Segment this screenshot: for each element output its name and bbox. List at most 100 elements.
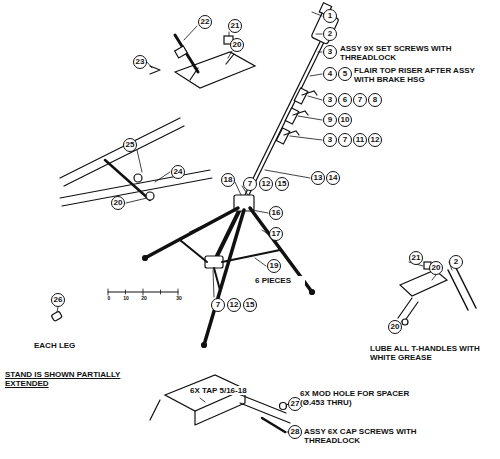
callout-number: 20 bbox=[233, 41, 242, 49]
callout-number: 28 bbox=[291, 428, 300, 436]
note-text: 6 PIECES bbox=[255, 276, 305, 285]
callout-balloon: 15 bbox=[243, 298, 257, 312]
callout-number: 15 bbox=[278, 180, 287, 188]
callout-balloon: 1 bbox=[323, 9, 337, 23]
note-text: STAND IS SHOWN PARTIALLY EXTENDED bbox=[5, 370, 123, 388]
note-text: EACH LEG bbox=[34, 341, 84, 350]
riser-clamp bbox=[276, 128, 289, 144]
callout-number: 20 bbox=[391, 323, 400, 331]
t-handle-detail bbox=[398, 298, 418, 322]
callout-number: 8 bbox=[373, 96, 377, 104]
callout-number: 22 bbox=[201, 18, 210, 26]
callout-number: 18 bbox=[224, 176, 233, 184]
callout-number: 17 bbox=[272, 230, 281, 238]
callout-balloon: 12 bbox=[227, 298, 241, 312]
callout-number: 15 bbox=[246, 301, 255, 309]
brace bbox=[214, 268, 220, 290]
callout-balloon: 23 bbox=[133, 55, 147, 69]
note-text: ASSY 9X SET SCREWS WITH THREADLOCK bbox=[340, 44, 455, 62]
foot bbox=[143, 256, 148, 261]
foot bbox=[202, 343, 207, 348]
callout-balloon: 7 bbox=[243, 177, 257, 191]
callout-balloon: 28 bbox=[288, 425, 302, 439]
bracket-detail bbox=[175, 52, 255, 88]
housing-detail bbox=[400, 270, 447, 296]
note-text: 6X TAP 5/16-18 bbox=[190, 386, 260, 395]
callout-balloon: 5 bbox=[338, 67, 352, 81]
callout-number: 3 bbox=[328, 48, 332, 56]
callout-balloon: 19 bbox=[267, 259, 281, 273]
callout-balloon: 21 bbox=[409, 251, 423, 265]
callout-number: 25 bbox=[126, 141, 135, 149]
callout-number: 16 bbox=[272, 209, 281, 217]
riser-clamp bbox=[294, 88, 307, 104]
note-text: ASSY 6X CAP SCREWS WITH THREADLOCK bbox=[304, 427, 434, 445]
callout-balloon: 7 bbox=[338, 133, 352, 147]
callout-balloon: 12 bbox=[368, 133, 382, 147]
callout-balloon: 17 bbox=[269, 227, 283, 241]
callout-balloon: 20 bbox=[111, 196, 125, 210]
foot-cap bbox=[51, 311, 62, 322]
bolt bbox=[105, 160, 150, 200]
callout-balloon: 4 bbox=[323, 67, 337, 81]
callout-number: 9 bbox=[328, 116, 332, 124]
callout-number: 24 bbox=[174, 168, 183, 176]
handle-knob bbox=[402, 319, 408, 325]
callout-balloon: 3 bbox=[323, 93, 337, 107]
callout-balloon: 25 bbox=[123, 138, 137, 152]
brace bbox=[190, 214, 228, 232]
callout-number: 19 bbox=[270, 262, 279, 270]
callout-balloon: 7 bbox=[211, 298, 225, 312]
callout-number: 13 bbox=[314, 174, 323, 182]
callout-balloon: 20 bbox=[429, 261, 443, 275]
t-handle bbox=[284, 91, 317, 135]
callout-number: 26 bbox=[54, 296, 63, 304]
note-text: FLAIR TOP RISER AFTER ASSY WITH BRAKE HS… bbox=[354, 66, 482, 84]
callout-balloon: 3 bbox=[323, 45, 337, 59]
callout-number: 7 bbox=[343, 136, 347, 144]
scale-number: 0 bbox=[104, 296, 114, 302]
callout-number: 14 bbox=[329, 174, 338, 182]
callout-number: 12 bbox=[371, 136, 380, 144]
callout-balloon: 10 bbox=[338, 113, 352, 127]
callout-number: 21 bbox=[231, 22, 240, 30]
nut bbox=[175, 46, 188, 58]
callout-number: 21 bbox=[412, 254, 421, 262]
leg-stubs bbox=[150, 393, 290, 423]
callout-number: 20 bbox=[114, 199, 123, 207]
callout-number: 4 bbox=[328, 70, 332, 78]
riser-clamp bbox=[285, 108, 298, 124]
callout-number: 2 bbox=[328, 30, 332, 38]
callout-balloon: 18 bbox=[221, 173, 235, 187]
callout-balloon: 21 bbox=[228, 19, 242, 33]
scale-ticks bbox=[108, 289, 178, 295]
note-text: 6X MOD HOLE FOR SPACER (Ø.453 THRU) bbox=[300, 389, 415, 407]
callout-balloon: 14 bbox=[326, 171, 340, 185]
scale-number: 30 bbox=[173, 296, 185, 302]
leg-rods-detail bbox=[60, 118, 212, 206]
foot bbox=[310, 290, 315, 295]
washer bbox=[134, 174, 142, 182]
callout-balloon: 9 bbox=[323, 113, 337, 127]
callout-number: 27 bbox=[291, 400, 300, 408]
callout-number: 7 bbox=[216, 301, 220, 309]
callout-balloon: 7 bbox=[353, 93, 367, 107]
scale-number: 10 bbox=[120, 296, 132, 302]
callout-number: 11 bbox=[356, 136, 364, 144]
callout-balloon: 20 bbox=[230, 38, 244, 52]
leg-tube bbox=[448, 268, 476, 310]
callout-balloon: 2 bbox=[449, 255, 463, 269]
callout-number: 7 bbox=[358, 96, 362, 104]
brace bbox=[180, 240, 207, 262]
callout-balloon: 24 bbox=[171, 165, 185, 179]
cap-screw bbox=[262, 418, 285, 432]
callout-number: 3 bbox=[328, 136, 332, 144]
callout-number: 6 bbox=[343, 96, 347, 104]
callout-balloon: 22 bbox=[198, 15, 212, 29]
callout-balloon: 16 bbox=[269, 206, 283, 220]
spacer bbox=[280, 403, 287, 410]
callout-number: 10 bbox=[341, 116, 350, 124]
callout-number: 3 bbox=[328, 96, 332, 104]
callout-balloon: 3 bbox=[323, 133, 337, 147]
nut bbox=[146, 192, 154, 200]
